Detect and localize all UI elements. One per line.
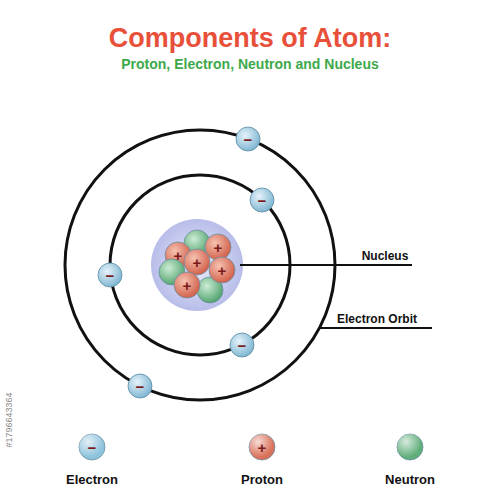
- legend-sign: +: [258, 440, 267, 455]
- electron-sign: −: [258, 193, 267, 208]
- electron-sign: −: [106, 268, 115, 283]
- legend-text: Electron: [66, 473, 118, 486]
- legend-text: Proton: [241, 473, 283, 486]
- legend-swatch: [79, 434, 105, 460]
- proton-sign: +: [214, 240, 223, 255]
- watermark: #1796643364: [5, 392, 14, 447]
- proton-sign: +: [183, 278, 192, 293]
- legend-swatch: [397, 434, 423, 460]
- electrons: [98, 127, 274, 398]
- swatch-highlight: [397, 434, 423, 460]
- swatch-highlight: [249, 434, 275, 460]
- callout-label: Electron Orbit: [337, 313, 417, 325]
- proton-sign: +: [174, 248, 183, 263]
- electron-sign: −: [244, 132, 253, 147]
- leader-line: [319, 327, 432, 329]
- legend-sign: −: [88, 440, 97, 455]
- leader-line: [240, 264, 412, 266]
- proton-sign: +: [218, 263, 227, 278]
- title: Components of Atom:: [109, 25, 391, 52]
- legend-swatch: [249, 434, 275, 460]
- callout-label: Nucleus: [362, 250, 409, 262]
- nucleus: [151, 219, 243, 311]
- proton-sign: +: [193, 255, 202, 270]
- nucleus-particles: [159, 230, 235, 303]
- subtitle: Proton, Electron, Neutron and Nucleus: [121, 57, 378, 71]
- legend-text: Neutron: [385, 473, 435, 486]
- electron-sign: −: [238, 338, 247, 353]
- electron-sign: −: [136, 379, 145, 394]
- swatch-highlight: [79, 434, 105, 460]
